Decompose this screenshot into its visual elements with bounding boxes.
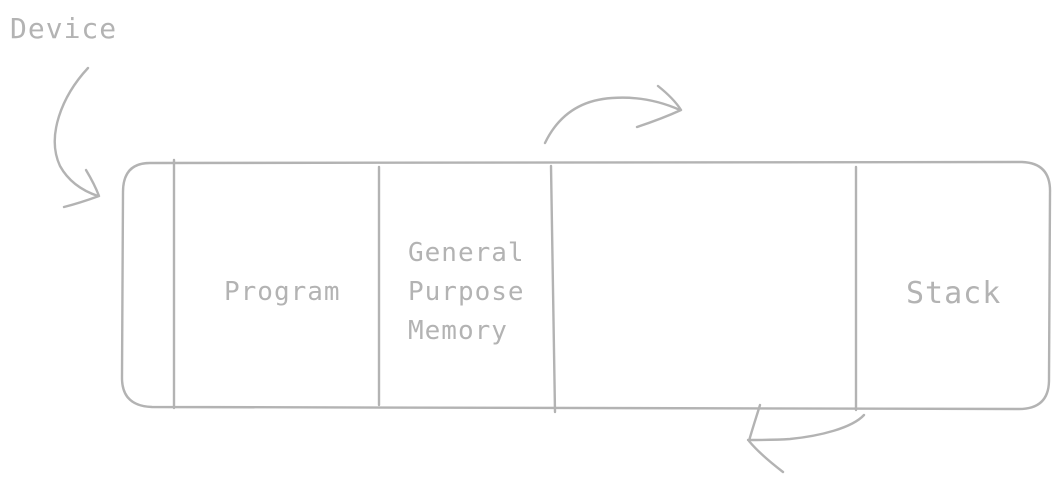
top-growth-arrowhead — [635, 84, 683, 129]
bottom-growth-arrowhead — [747, 403, 785, 474]
device-label: Device — [10, 12, 118, 45]
device-pointer-arrowhead — [62, 168, 101, 209]
gpm-line-3: Memory — [408, 316, 508, 346]
bottom-growth-arrow — [746, 413, 866, 442]
top-growth-arrow — [543, 96, 682, 145]
stack-section-label: Stack — [906, 276, 1002, 311]
divider-gpm-free — [549, 164, 557, 414]
general-purpose-memory-section-label: General Purpose Memory — [408, 234, 525, 351]
gpm-line-1: General — [408, 238, 525, 268]
memory-outline — [120, 160, 1052, 411]
gpm-line-2: Purpose — [408, 277, 525, 307]
device-pointer-arrow — [53, 66, 100, 198]
program-section-label: Program — [224, 277, 341, 307]
